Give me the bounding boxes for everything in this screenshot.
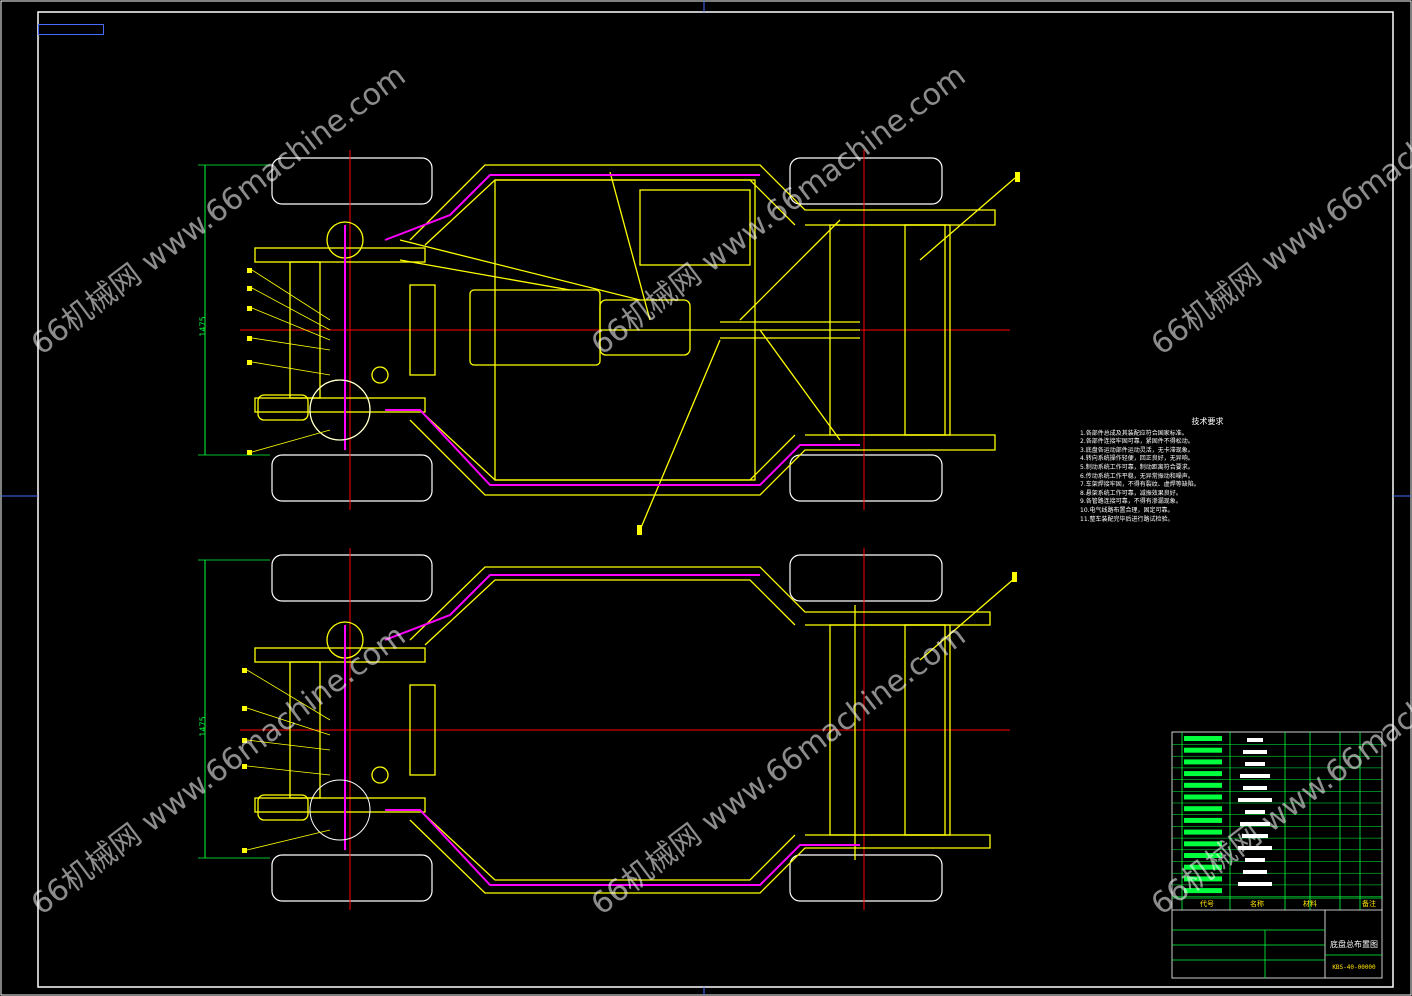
title-block-row-bar	[1184, 794, 1222, 800]
bottom-chassis-view	[198, 548, 1017, 910]
technical-requirement-item: 3.底盘各运动部件运动灵活，无卡滞现象。	[1080, 446, 1194, 454]
drawing-title: 底盘总布置图	[1330, 940, 1378, 949]
technical-requirement-item: 4.转向系统操作轻便，回正良好，无异响。	[1080, 455, 1194, 463]
technical-requirement-item: 10.电气线路布置合理，固定可靠。	[1080, 506, 1174, 514]
title-block-row-bar	[1184, 876, 1222, 882]
bottom-width-dimension: 1475	[198, 716, 208, 737]
technical-requirements-list: 1.各部件总成及其装配应符合国家标准。2.各部件连接牢固可靠，紧固件不得松动。3…	[1080, 430, 1335, 525]
title-block-row-bar	[1184, 817, 1222, 823]
title-block	[1171, 731, 1383, 979]
col-material-header: 材料	[1303, 900, 1317, 908]
technical-requirement-item: 1.各部件总成及其装配应符合国家标准。	[1080, 429, 1188, 437]
title-block-row-bar	[1184, 853, 1222, 858]
title-block-row-bar	[1184, 747, 1222, 753]
technical-requirements-title: 技术要求	[1191, 417, 1224, 426]
col-code-header: 代号	[1200, 900, 1214, 908]
top-chassis-view	[198, 150, 1020, 535]
title-block-row-bar	[1184, 771, 1222, 777]
top-width-dimension: 1475	[198, 316, 208, 337]
technical-requirement-item: 11.整车装配完毕后进行路试检验。	[1080, 515, 1174, 523]
technical-requirement-item: 5.制动系统工作可靠，制动距离符合要求。	[1080, 463, 1194, 471]
title-block-row-bar	[1184, 806, 1222, 812]
inner-border	[37, 11, 1394, 988]
title-block-row-bar	[1184, 864, 1222, 870]
technical-requirement-item: 2.各部件连接牢固可靠，紧固件不得松动。	[1080, 438, 1194, 446]
title-block-rows	[1172, 736, 1382, 897]
technical-requirement-item: 6.传动系统工作平稳，无异常振动和噪声。	[1080, 472, 1194, 480]
col-remark-header: 备注	[1362, 900, 1376, 908]
title-block-row-bar	[1184, 782, 1222, 788]
technical-requirement-item: 7.车架焊接牢固，不得有裂纹、虚焊等缺陷。	[1080, 481, 1200, 489]
drawing-code: KBS-40-00000	[1332, 964, 1376, 971]
title-block-row-bar	[1184, 829, 1222, 835]
title-block-row-bar	[1184, 841, 1222, 847]
technical-requirement-item: 8.悬架系统工作可靠，减振效果良好。	[1080, 489, 1182, 497]
title-block-shapes	[1238, 738, 1272, 886]
technical-requirement-item: 9.各管路连接可靠，不得有渗漏现象。	[1080, 498, 1182, 506]
header-badge	[38, 24, 104, 35]
title-block-row-bar	[1184, 888, 1222, 894]
technical-requirements: 技术要求 1.各部件总成及其装配应符合国家标准。2.各部件连接牢固可靠，紧固件不…	[1080, 417, 1335, 525]
col-name-header: 名称	[1250, 900, 1264, 908]
title-block-row-bar	[1184, 759, 1222, 765]
title-block-row-bar	[1184, 736, 1222, 741]
